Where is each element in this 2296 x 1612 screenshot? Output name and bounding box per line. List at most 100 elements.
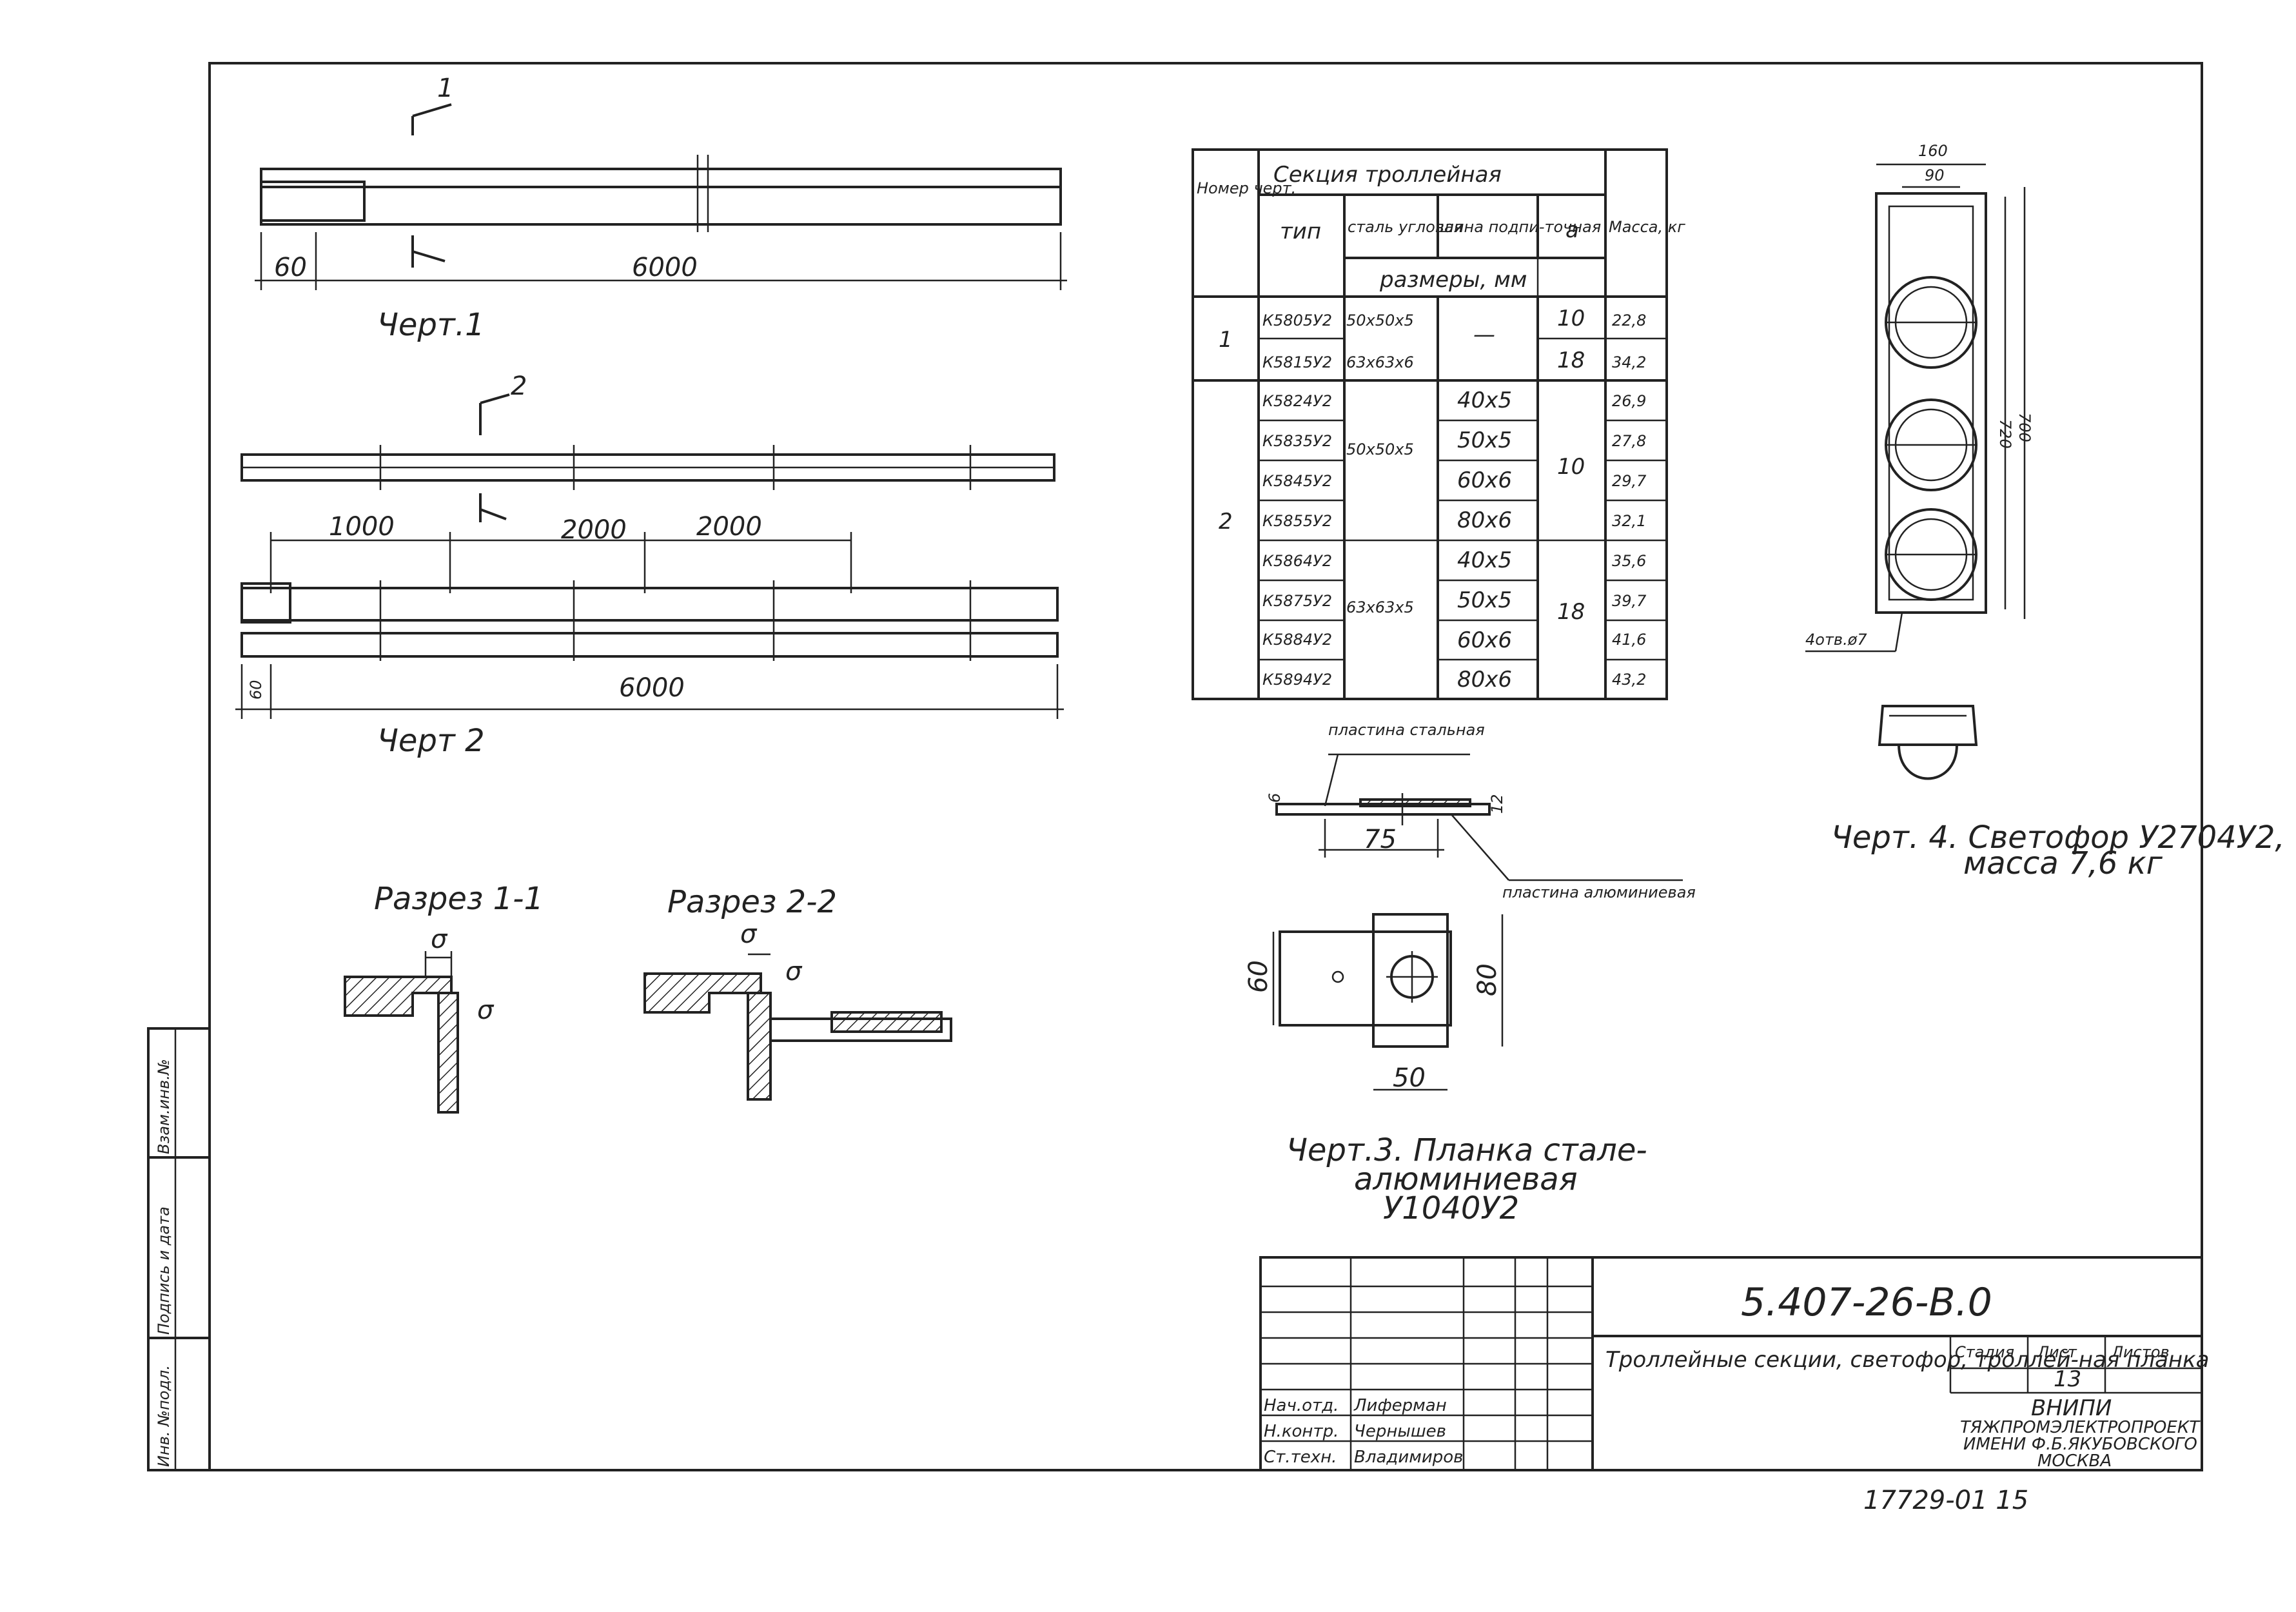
cell-type: К5884У2 (1262, 631, 1332, 649)
d3-dim-60: 60 (1244, 960, 1273, 993)
drawing-3: пластина стальная 75 6 12 пластина алюми… (1244, 721, 1696, 1226)
cell-bus: 50x5 (1457, 428, 1512, 453)
th-a: a (1565, 217, 1579, 243)
d4-dim-90: 90 (1925, 166, 1945, 184)
drawing-2: 2 1000 2000 2000 60 6000 Черт 2 (235, 371, 1064, 759)
footer-number: 17729-01 15 (1863, 1486, 2028, 1515)
d3-caption-1: Черт.3. Планка стале- (1286, 1132, 1647, 1168)
stamp-sheet: Лист (2037, 1343, 2077, 1361)
stamp-name: Чернышев (1354, 1422, 1446, 1441)
d3-dim-12: 12 (1488, 794, 1506, 814)
d1-caption: Черт.1 (377, 307, 485, 343)
cell-type: К5805У2 (1262, 311, 1332, 329)
d1-dim-6000: 6000 (632, 253, 698, 282)
stamp-name: Лиферман (1353, 1396, 1447, 1415)
section-mark-2: 2 (511, 371, 527, 401)
d4-caption-1: Черт. 4. Светофор У2704У2, (1831, 820, 2285, 856)
cell-type: К5835У2 (1262, 432, 1332, 450)
cell-type: К5845У2 (1262, 472, 1332, 490)
d2-dim-2000-a: 2000 (561, 515, 627, 545)
d3-dim-50: 50 (1393, 1063, 1426, 1093)
side-strip: Взам.инв.№ Подпись и дата Инв. №подл. (147, 1027, 211, 1471)
cell-bus: 60x6 (1457, 627, 1512, 653)
d2-dim-1000: 1000 (329, 512, 395, 542)
d3-label-alu: пластина алюминиевая (1502, 883, 1696, 901)
section-2-sym-top: σ (740, 919, 758, 949)
stamp-org-4: МОСКВА (2037, 1451, 2112, 1471)
stamp-role: Н.контр. (1264, 1422, 1339, 1441)
th-mass: Масса, кг (1609, 218, 1685, 236)
d3-caption-2: алюминиевая (1354, 1161, 1578, 1197)
cell-bus: 40x5 (1457, 547, 1512, 573)
section-2-sym-side: σ (785, 957, 803, 987)
stamp-name: Владимиров (1354, 1448, 1464, 1467)
cell-bus: 80x6 (1457, 507, 1512, 533)
section-1-sym-side: σ (477, 996, 495, 1025)
section-2-2: Разрез 2-2 σ σ (643, 884, 952, 1101)
d3-caption-3: У1040У2 (1383, 1190, 1519, 1226)
drawing-1: 1 60 6000 Черт.1 (255, 74, 1067, 343)
cell-mass: 26,9 (1612, 392, 1646, 410)
cell-drawing-2: 2 (1219, 509, 1233, 535)
cell-mass: 27,8 (1612, 432, 1646, 450)
cell-type: К5894У2 (1262, 671, 1332, 689)
stamp-sheet-number: 13 (2054, 1366, 2081, 1392)
cell-a: 18 (1557, 599, 1585, 625)
cell-a: 10 (1557, 454, 1585, 480)
d4-caption-2: масса 7,6 кг (1963, 845, 2163, 881)
cell-type: К5864У2 (1262, 552, 1332, 570)
stamp-code: 5.407-26-В.0 (1741, 1280, 1992, 1325)
d1-dim-60: 60 (274, 253, 307, 282)
cell-bus: 80x6 (1457, 667, 1512, 693)
cell-mass: 29,7 (1612, 472, 1647, 490)
cell-type: К5875У2 (1262, 592, 1332, 610)
stamp-title: Троллейные секции, светофор, троллей-ная… (1605, 1347, 2210, 1373)
stamp-sheets: Листов (2111, 1343, 2170, 1361)
cell-mass: 34,2 (1612, 353, 1646, 371)
d2-dim-2000-b: 2000 (696, 512, 762, 542)
sheet-frame (208, 62, 2203, 1471)
stamp-org-3: ИМЕНИ Ф.Б.ЯКУБОВСКОГО (1963, 1435, 2197, 1454)
cell-type: К5855У2 (1262, 512, 1332, 530)
cell-a: 10 (1557, 306, 1585, 331)
section-1-title: Разрез 1-1 (374, 881, 544, 917)
cell-steel: 63x63x6 (1346, 353, 1414, 371)
cell-bus: — (1473, 322, 1495, 348)
th-section: Секция троллейная (1273, 162, 1502, 188)
cell-bus: 50x5 (1457, 587, 1512, 613)
cell-steel: 50x50x5 (1346, 311, 1414, 329)
drawing-4: 160 90 720 700 4отв.ø7 Черт. 4. Светофор… (1805, 142, 2285, 881)
cell-bus: 40x5 (1457, 388, 1512, 413)
stamp-org-2: ТЯЖПРОМЭЛЕКТРОПРОЕКТ (1960, 1418, 2201, 1437)
d4-dim-720: 720 (1996, 419, 2014, 449)
th-sizes: размеры, мм (1379, 267, 1527, 293)
cell-mass: 35,6 (1612, 552, 1646, 570)
cell-drawing-1: 1 (1219, 327, 1233, 353)
cell-type: К5815У2 (1262, 353, 1332, 371)
d4-dim-160: 160 (1918, 142, 1948, 160)
d3-dim-80: 80 (1473, 963, 1502, 996)
d4-label-hole: 4отв.ø7 (1805, 631, 1867, 649)
section-1-1: Разрез 1-1 σ σ (344, 881, 544, 1114)
section-table: Номер черт. Секция троллейная тип сталь … (1192, 148, 1685, 700)
cell-mass: 39,7 (1612, 592, 1647, 610)
d3-dim-75: 75 (1364, 825, 1397, 854)
section-2-title: Разрез 2-2 (667, 884, 837, 920)
d4-dim-700: 700 (2016, 413, 2034, 442)
cell-mass: 43,2 (1612, 671, 1646, 689)
stamp-org-1: ВНИПИ (2031, 1395, 2112, 1421)
cell-mass: 32,1 (1612, 512, 1646, 530)
cell-steel: 50x50x5 (1346, 440, 1414, 458)
section-mark-1: 1 (437, 74, 453, 103)
th-bus: шина подпи-точная (1440, 218, 1601, 236)
title-block: 5.407-26-В.0 Троллейные секции, светофор… (1259, 1256, 2210, 1471)
side-label-inv: Инв. №подл. (155, 1365, 173, 1467)
cell-mass: 22,8 (1612, 311, 1646, 329)
th-number: Номер черт. (1197, 179, 1296, 197)
stamp-role: Нач.отд. (1264, 1396, 1339, 1415)
d2-dim-60: 60 (247, 680, 265, 700)
stamp-stage: Стадия (1955, 1343, 2014, 1361)
th-type: тип (1280, 219, 1321, 244)
d2-caption: Черт 2 (377, 723, 485, 759)
